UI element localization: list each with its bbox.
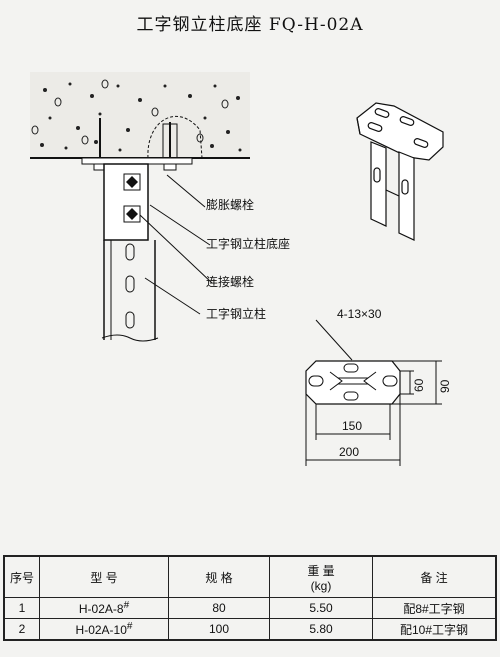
spec-table: 序号 型 号 规 格 重 量(kg) 备 注 1 H-02A-8# 80 5.5…	[3, 555, 497, 641]
leader-lines	[139, 174, 213, 315]
header-spec: 规 格	[168, 555, 270, 598]
concrete-ceiling	[30, 72, 250, 170]
isometric-view	[356, 102, 444, 241]
table-row: 2 H-02A-10# 100 5.80 配10#工字钢	[3, 618, 497, 641]
dim-60: 60	[412, 378, 426, 392]
label-column-base: 工字钢立柱底座	[206, 237, 291, 251]
table-header-row: 序号 型 号 规 格 重 量(kg) 备 注	[3, 555, 497, 598]
i-beam-column	[101, 240, 159, 342]
label-i-beam-column: 工字钢立柱	[206, 307, 267, 321]
label-expansion-bolt: 膨胀螺栓	[206, 198, 255, 212]
dim-holes: 4-13×30	[337, 307, 382, 321]
header-note: 备 注	[372, 555, 497, 598]
table-row: 1 H-02A-8# 80 5.50 配8#工字钢	[3, 597, 497, 619]
header-weight: 重 量(kg)	[269, 555, 373, 598]
dim-90: 90	[438, 379, 452, 393]
drawing-title: 工字钢立柱底座 FQ-H-02A	[136, 15, 364, 35]
column-base-bracket	[103, 163, 149, 241]
plan-view	[305, 319, 442, 466]
dim-150: 150	[342, 419, 363, 433]
header-no: 序号	[3, 555, 40, 598]
base-plate	[81, 157, 193, 165]
label-connecting-bolt: 连接螺栓	[206, 275, 255, 289]
technical-drawing	[30, 72, 444, 466]
header-model: 型 号	[39, 555, 169, 598]
dim-200: 200	[339, 445, 360, 459]
